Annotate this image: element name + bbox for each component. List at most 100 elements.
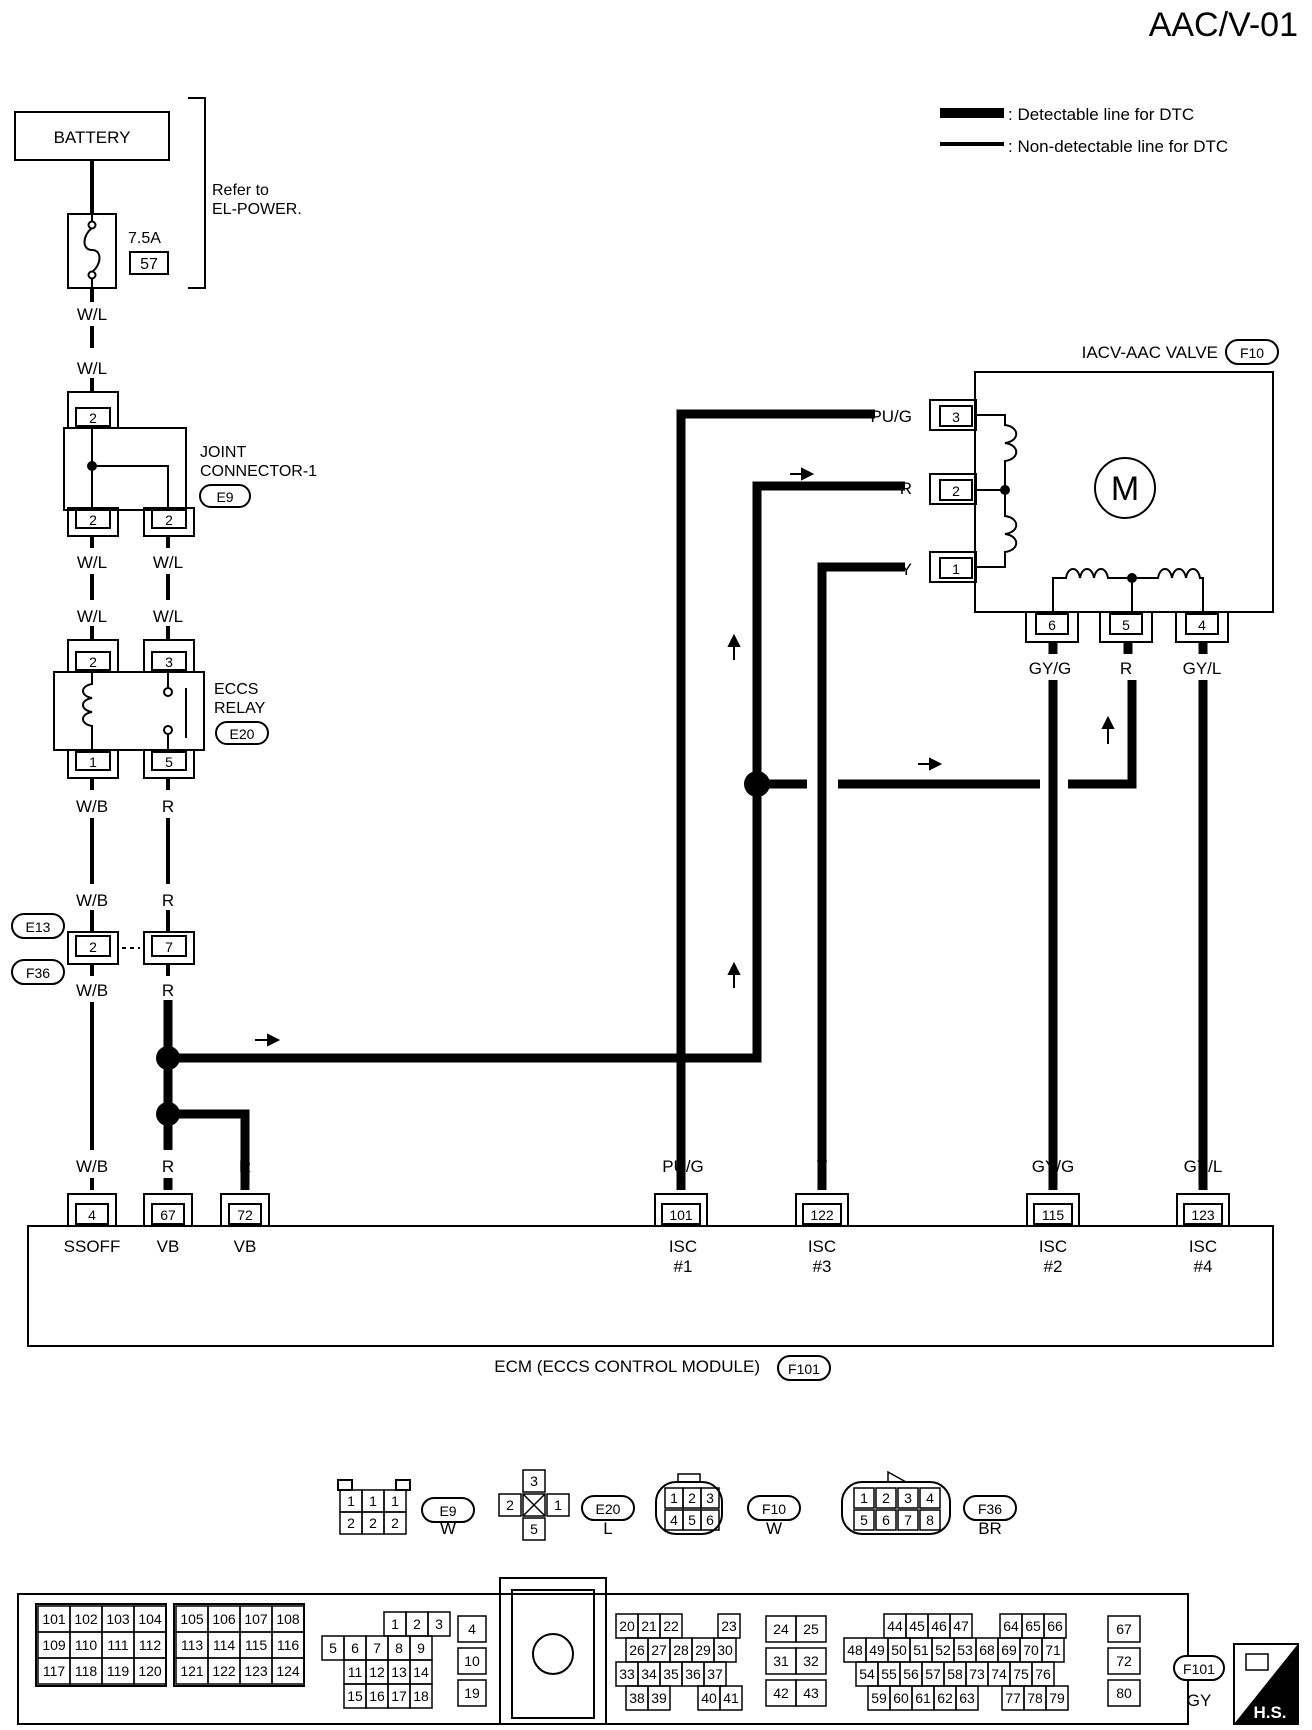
svg-text:67: 67	[160, 1207, 176, 1223]
pin-number: 31	[773, 1653, 789, 1669]
pin-number: 67	[1116, 1621, 1132, 1637]
pin-number: 76	[1035, 1666, 1051, 1682]
pin-cell	[1107, 1679, 1141, 1707]
pin-cell	[700, 1509, 720, 1531]
pin-number: 3	[904, 1490, 912, 1506]
pin-number: 109	[42, 1637, 66, 1653]
connector-id-badge	[421, 1497, 475, 1523]
pin-number: 59	[871, 1690, 887, 1706]
pin-number: 118	[75, 1663, 98, 1679]
pin-number: 114	[213, 1637, 236, 1653]
eccs-relay-box	[53, 671, 205, 751]
svg-text:W/B: W/B	[76, 891, 108, 910]
pin-cell	[647, 1685, 671, 1711]
svg-text:GY/L: GY/L	[1183, 659, 1222, 678]
pin-number: 5	[688, 1512, 696, 1528]
svg-text:R: R	[162, 891, 174, 910]
pin-number: 61	[915, 1690, 931, 1706]
pin-cell	[522, 1469, 546, 1493]
pin-number: 103	[106, 1611, 130, 1627]
svg-text:W: W	[440, 1519, 456, 1538]
pin-number: 40	[701, 1690, 717, 1706]
svg-text:ISC: ISC	[1039, 1237, 1067, 1256]
svg-text:W/L: W/L	[77, 607, 107, 626]
pin-cell	[457, 1615, 487, 1643]
pin-number: 26	[629, 1642, 645, 1658]
pin-number: 5	[530, 1521, 538, 1537]
svg-text:#4: #4	[1194, 1257, 1213, 1276]
pin-number: 1	[554, 1497, 562, 1513]
svg-text:W/B: W/B	[76, 1157, 108, 1176]
pin-cell	[795, 1647, 827, 1675]
pin-number: 21	[641, 1618, 657, 1634]
pin-number: 6	[882, 1512, 890, 1528]
pin-number: 14	[413, 1664, 429, 1680]
svg-text:PU/G: PU/G	[870, 407, 912, 426]
pin-cell	[700, 1487, 720, 1509]
svg-text:#3: #3	[813, 1257, 832, 1276]
legend-non-detectable-swatch	[940, 142, 1004, 146]
pin-number: 45	[909, 1618, 925, 1634]
ecm-box	[27, 1225, 1274, 1347]
pin-number: 58	[947, 1666, 963, 1682]
svg-text:GY: GY	[1187, 1691, 1212, 1710]
pin-number: 7	[373, 1640, 381, 1656]
svg-text:BR: BR	[978, 1519, 1002, 1538]
pin-number: 9	[417, 1640, 425, 1656]
pin-number: 68	[979, 1642, 995, 1658]
svg-text:2: 2	[89, 654, 97, 670]
svg-text:101: 101	[669, 1207, 693, 1223]
svg-text:R: R	[162, 797, 174, 816]
pin-number: 1	[391, 1493, 399, 1509]
pin-cell	[271, 1657, 305, 1685]
pin-cell	[383, 1511, 407, 1535]
relay-coil-icon	[82, 672, 93, 750]
ecm-id: F101	[788, 1361, 820, 1377]
pin-number: 60	[893, 1690, 909, 1706]
ecm-guide-hole-icon	[532, 1633, 574, 1675]
pin-number: 1	[347, 1493, 355, 1509]
svg-text:4: 4	[88, 1207, 96, 1223]
svg-text:GY/G: GY/G	[1029, 659, 1072, 678]
pin-number: 33	[619, 1666, 635, 1682]
svg-text:R: R	[1120, 659, 1132, 678]
pin-number: 4	[468, 1621, 476, 1637]
pin-cell	[719, 1685, 743, 1711]
pin-number: 18	[413, 1688, 429, 1704]
pin-cell	[897, 1509, 919, 1531]
pin-number: 38	[629, 1690, 645, 1706]
svg-text:7: 7	[165, 939, 173, 955]
pin-number: 110	[75, 1637, 98, 1653]
relay-id-badge	[215, 721, 269, 745]
pin-number: 104	[138, 1611, 162, 1627]
battery-label: BATTERY	[54, 128, 131, 147]
hs-badge: H.S.	[1233, 1643, 1299, 1725]
pin-number: 73	[969, 1666, 985, 1682]
connector-id-badge	[963, 1495, 1017, 1521]
motor-icon	[1094, 457, 1156, 519]
pin-number: 10	[464, 1653, 480, 1669]
pin-number: 124	[276, 1663, 300, 1679]
svg-text:R: R	[900, 479, 912, 498]
pin-number: 24	[773, 1621, 789, 1637]
svg-text:1: 1	[89, 754, 97, 770]
pin-cell	[1107, 1615, 1141, 1643]
pin-number: 121	[180, 1663, 204, 1679]
pin-number: 64	[1003, 1618, 1019, 1634]
connector-id: F36	[978, 1501, 1002, 1517]
pin-number: 75	[1013, 1666, 1029, 1682]
jc-name1: JOINT	[200, 444, 246, 461]
pin-number: 20	[619, 1618, 635, 1634]
svg-text:W/L: W/L	[77, 553, 107, 572]
svg-text:GY/G: GY/G	[1032, 1157, 1075, 1176]
wire-vb-72	[168, 1109, 250, 1190]
pin-cell	[795, 1615, 827, 1643]
pin-number: 4	[926, 1490, 934, 1506]
svg-text:6: 6	[1048, 617, 1056, 633]
pin-number: 122	[212, 1663, 236, 1679]
pin-cell	[427, 1611, 451, 1637]
wire-y	[817, 562, 905, 1190]
